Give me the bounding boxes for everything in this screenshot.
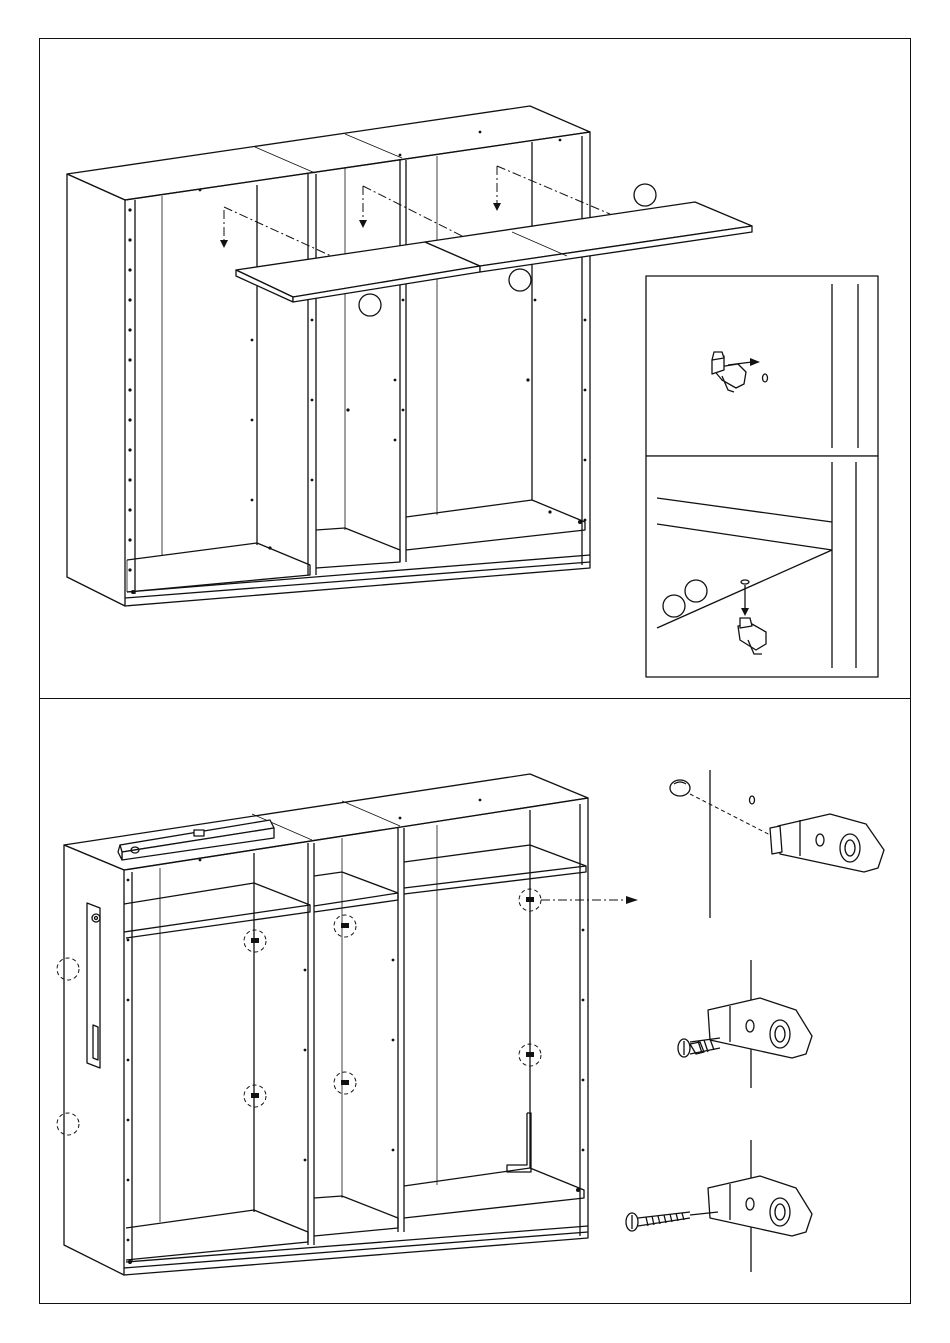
step-2-cam-fitting-installation bbox=[57, 770, 884, 1275]
shelf-left bbox=[236, 242, 480, 302]
part-callout-circle bbox=[509, 269, 531, 291]
left-side-panel bbox=[67, 174, 125, 606]
top-panel bbox=[67, 106, 590, 200]
wardrobe-carcass-top bbox=[67, 106, 590, 606]
cam-fitting-insert bbox=[670, 770, 884, 918]
wardrobe-carcass-bottom bbox=[57, 774, 638, 1275]
shelf-right bbox=[425, 202, 752, 272]
cam-fitting-screw bbox=[626, 1140, 812, 1272]
part-callout-circle bbox=[634, 184, 656, 206]
cam-fitting-markers bbox=[57, 889, 541, 1135]
part-callout-circle bbox=[359, 294, 381, 316]
cam-fitting-press bbox=[678, 960, 812, 1088]
shelf-pin-holes bbox=[128, 131, 586, 594]
step-1-shelf-installation bbox=[67, 106, 878, 677]
shelf-on-pin-detail bbox=[646, 456, 878, 677]
shelf-pin-insert-detail bbox=[646, 276, 878, 456]
